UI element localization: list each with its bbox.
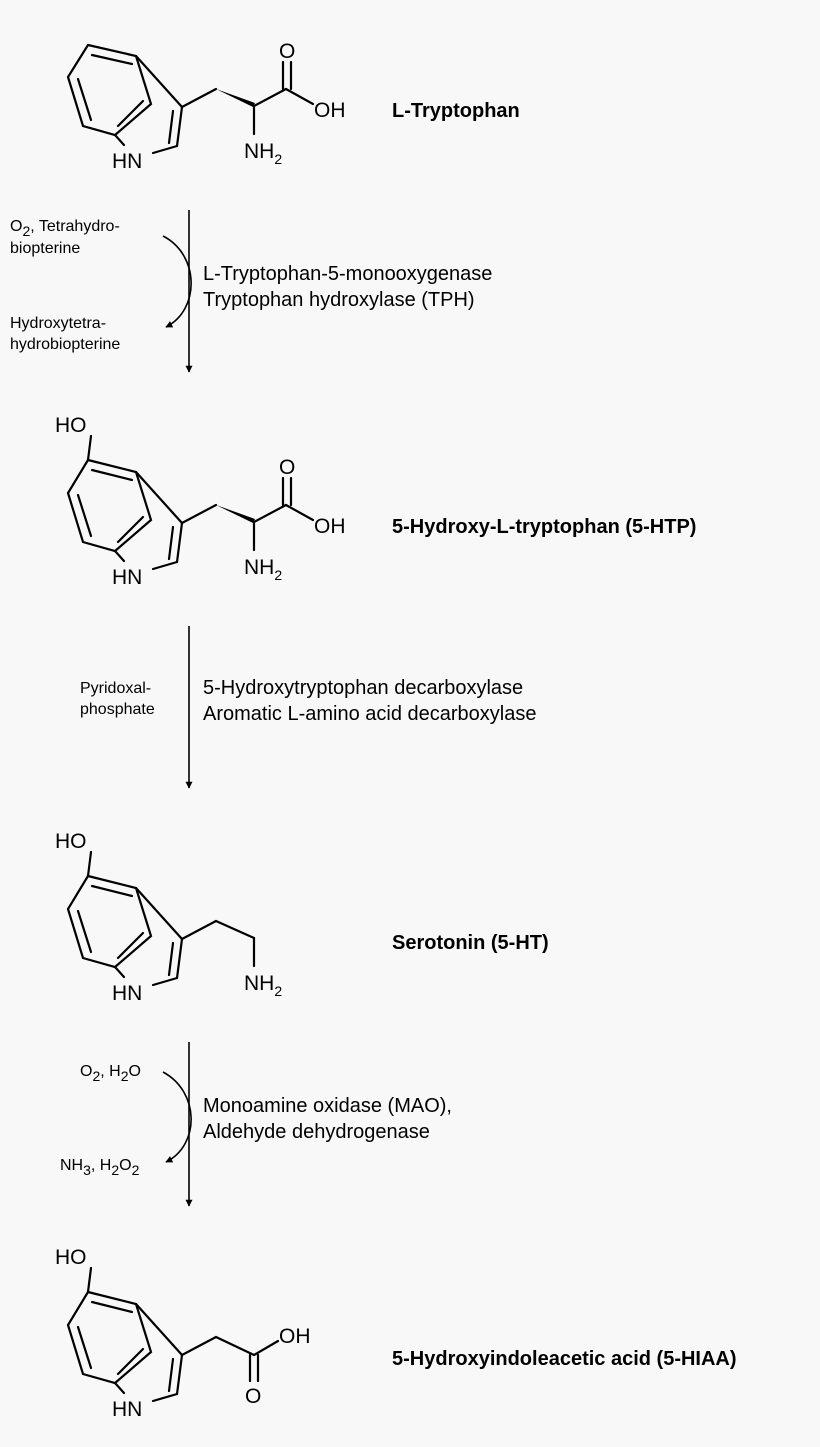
compound-name-5-htp: 5-Hydroxy-L-tryptophan (5-HTP) (392, 516, 696, 538)
indole-ring (66, 1290, 184, 1403)
compound-name-serotonin: Serotonin (5-HT) (392, 932, 549, 954)
cofactor-input-line1: O2, Tetrahydro- (10, 218, 120, 239)
enzyme-line2: Tryptophan hydroxylase (TPH) (203, 289, 475, 311)
serotonin-structure: HO HN NH2 (55, 830, 282, 1005)
cofactor-output: NH3, H2O2 (60, 1157, 140, 1178)
enzyme-line2: Aromatic L-amino acid decarboxylase (203, 703, 537, 725)
reaction-step-2: Pyridoxal- phosphate 5-Hydroxytryptophan… (80, 626, 537, 789)
reaction-step-3: O2, H2O NH3, H2O2 Monoamine oxidase (MAO… (60, 1042, 452, 1207)
o-label: O (245, 1385, 261, 1408)
wedge-bond (216, 505, 255, 523)
cofactor-output-line1: Hydroxytetra- (10, 315, 106, 332)
ho-label: HO (55, 414, 87, 437)
enzyme-line1: L-Tryptophan-5-monooxygenase (203, 263, 492, 285)
nh2-label: NH2 (244, 556, 282, 583)
hn-label: HN (112, 982, 142, 1005)
oh-label: OH (279, 1325, 311, 1348)
wedge-bond (216, 89, 255, 107)
indole-ring (66, 874, 184, 987)
indole-ring (66, 458, 184, 571)
cofactor-output-line2: hydrobiopterine (10, 336, 120, 353)
cofactor-line2: phosphate (80, 701, 155, 718)
cofactor-input-line2: biopterine (10, 240, 80, 257)
cofactor-curved-arrow (162, 235, 192, 328)
ho-label: HO (55, 830, 87, 853)
cofactor-line1: Pyridoxal- (80, 680, 151, 697)
l-tryptophan-structure: HN O OH NH2 (66, 40, 346, 173)
cofactor-curved-arrow (162, 1071, 192, 1163)
ho-label: HO (55, 1246, 87, 1269)
hn-label: HN (112, 1398, 142, 1421)
hn-label: HN (112, 150, 142, 173)
5-htp-structure: HO HN O OH NH2 (55, 414, 346, 589)
enzyme-line1: Monoamine oxidase (MAO), (203, 1095, 452, 1117)
indole-ring (66, 43, 184, 155)
oh-label: OH (314, 515, 346, 538)
nh2-label: NH2 (244, 972, 282, 999)
enzyme-line2: Aldehyde dehydrogenase (203, 1121, 430, 1143)
oh-label: OH (314, 99, 346, 122)
compound-name-l-tryptophan: L-Tryptophan (392, 100, 520, 122)
hn-label: HN (112, 566, 142, 589)
cofactor-input: O2, H2O (80, 1063, 141, 1084)
compound-name-5-hiaa: 5-Hydroxyindoleacetic acid (5-HIAA) (392, 1348, 737, 1370)
o-label: O (279, 40, 295, 63)
o-label: O (279, 456, 295, 479)
reaction-step-1: O2, Tetrahydro- biopterine Hydroxytetra-… (10, 210, 492, 373)
nh2-label: NH2 (244, 140, 282, 167)
enzyme-line1: 5-Hydroxytryptophan decarboxylase (203, 677, 523, 699)
5-hiaa-structure: HO HN OH O (55, 1246, 311, 1421)
